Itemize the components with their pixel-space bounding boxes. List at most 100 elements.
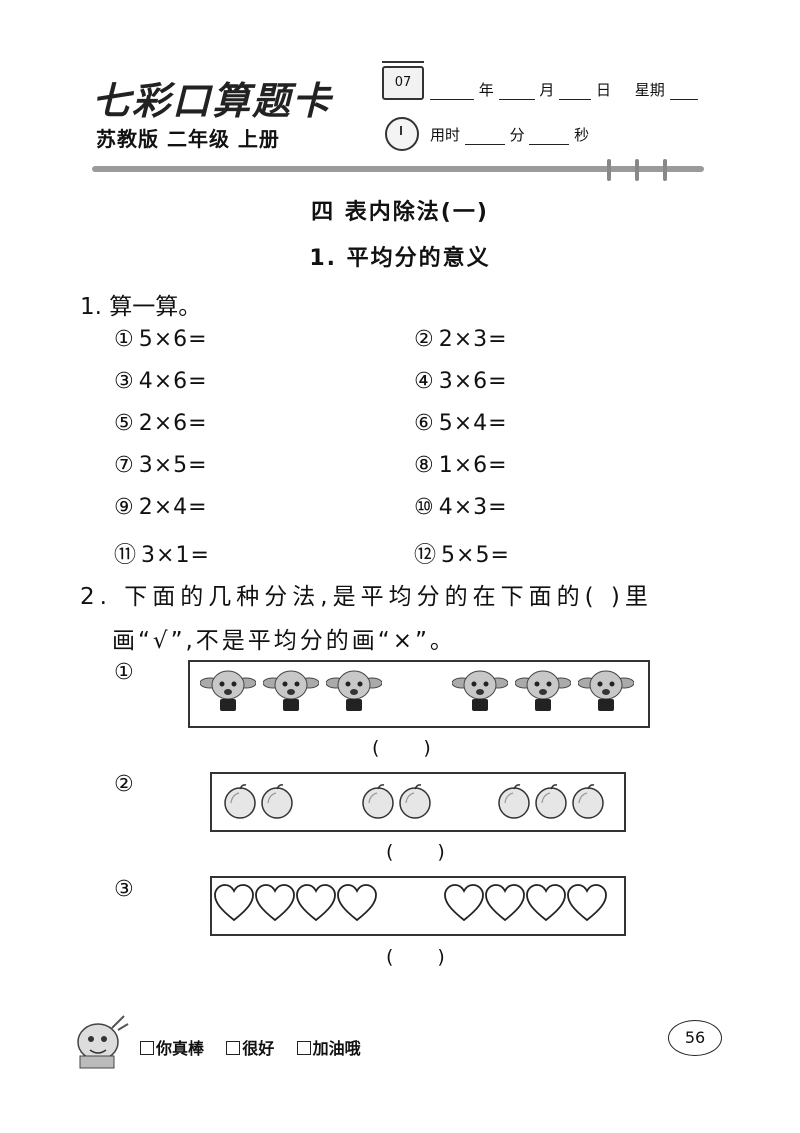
answer-paren[interactable]: () bbox=[386, 841, 445, 863]
goat-icon bbox=[200, 670, 256, 711]
time-used-line: 用时 分 秒 bbox=[430, 124, 589, 145]
apple-icon bbox=[399, 784, 431, 819]
item-expression: 5×4= bbox=[438, 411, 508, 436]
item-expression: 2×4= bbox=[138, 495, 208, 520]
goat-icon bbox=[578, 670, 634, 711]
checkbox-icon bbox=[226, 1041, 241, 1055]
item-number: ③ bbox=[114, 369, 135, 394]
seconds-blank[interactable] bbox=[529, 130, 570, 145]
goat-icon bbox=[326, 670, 382, 711]
answer-paren[interactable]: () bbox=[386, 946, 445, 968]
item-expression: 3×5= bbox=[138, 453, 208, 478]
question1-prompt: 1. 算一算。 bbox=[80, 294, 202, 320]
heart-icon bbox=[567, 884, 607, 922]
question2-prompt-line2: 画“√”,不是平均分的画“×”。 bbox=[112, 628, 456, 654]
seconds-label: 秒 bbox=[574, 126, 590, 144]
lesson-title: 1. 平均分的意义 bbox=[309, 246, 491, 271]
item-expression: 5×6= bbox=[138, 327, 208, 352]
checkbox-icon bbox=[296, 1041, 311, 1055]
item-expression: 2×3= bbox=[438, 327, 508, 352]
item-expression: 5×5= bbox=[441, 543, 510, 568]
item-number: ⑤ bbox=[114, 411, 135, 436]
item-number: ② bbox=[414, 327, 435, 352]
group-number: ① bbox=[114, 660, 134, 685]
item-number: ⑪ bbox=[114, 543, 138, 568]
group-number: ② bbox=[114, 772, 134, 797]
rating-option[interactable]: 加油哦 bbox=[296, 1039, 361, 1058]
item-expression: 3×6= bbox=[438, 369, 508, 394]
calendar-day: 07 bbox=[394, 75, 412, 90]
goat-icon bbox=[515, 670, 571, 711]
binder-pin-icon bbox=[635, 159, 639, 181]
heart-icon bbox=[444, 884, 484, 922]
calendar-icon: 07 bbox=[382, 61, 424, 100]
goat-icon bbox=[452, 670, 508, 711]
group-number: ③ bbox=[114, 877, 134, 902]
checkbox-icon bbox=[140, 1041, 154, 1055]
day-blank[interactable] bbox=[559, 85, 592, 100]
heart-icon bbox=[255, 884, 295, 922]
heart-group-box bbox=[210, 876, 626, 936]
chapter-title: 四 表内除法(一) bbox=[311, 200, 489, 225]
question2-prompt-line1: 2. 下面的几种分法,是平均分的在下面的( )里 bbox=[80, 584, 653, 610]
month-label: 月 bbox=[539, 81, 555, 99]
edition-subtitle: 苏教版 二年级 上册 bbox=[96, 127, 280, 151]
apple-group-box bbox=[210, 772, 626, 832]
apple-icon bbox=[224, 784, 256, 819]
apple-icon bbox=[572, 784, 604, 819]
weekday-blank[interactable] bbox=[669, 85, 698, 100]
heart-icon bbox=[214, 884, 254, 922]
rating-option[interactable]: 你真棒 bbox=[140, 1039, 204, 1058]
item-number: ⑦ bbox=[114, 453, 135, 478]
date-line: 年 月 日 星期 bbox=[430, 79, 698, 100]
page-number: 56 bbox=[668, 1020, 722, 1056]
weekday-label: 星期 bbox=[634, 81, 665, 99]
apple-icon bbox=[535, 784, 567, 819]
year-blank[interactable] bbox=[430, 85, 474, 100]
apple-icon bbox=[498, 784, 530, 819]
rating-options: 你真棒 很好 加油哦 bbox=[140, 1035, 361, 1059]
day-label: 日 bbox=[595, 81, 611, 99]
rating-option[interactable]: 很好 bbox=[226, 1039, 274, 1058]
minutes-label: 分 bbox=[509, 126, 525, 144]
mascot-icon bbox=[77, 1015, 129, 1069]
binder-pin-icon bbox=[663, 159, 667, 181]
item-number: ④ bbox=[414, 369, 435, 394]
goat-group-box bbox=[188, 660, 650, 728]
item-number: ⑥ bbox=[414, 411, 435, 436]
item-number: ⑨ bbox=[114, 495, 135, 520]
item-expression: 2×6= bbox=[138, 411, 208, 436]
item-expression: 1×6= bbox=[438, 453, 508, 478]
year-label: 年 bbox=[478, 81, 494, 99]
item-number: ① bbox=[114, 327, 135, 352]
heart-icon bbox=[485, 884, 525, 922]
brand-title: 七彩口算题卡 bbox=[92, 79, 333, 123]
header-divider bbox=[92, 166, 704, 172]
heart-icon bbox=[526, 884, 566, 922]
item-number: ⑩ bbox=[414, 495, 435, 520]
apple-icon bbox=[261, 784, 293, 819]
item-number: ⑫ bbox=[414, 543, 438, 568]
minutes-blank[interactable] bbox=[464, 130, 505, 145]
item-number: ⑧ bbox=[414, 453, 435, 478]
binder-pin-icon bbox=[607, 159, 611, 181]
month-blank[interactable] bbox=[498, 85, 535, 100]
heart-icon bbox=[296, 884, 336, 922]
heart-icon bbox=[337, 884, 377, 922]
answer-paren[interactable]: () bbox=[372, 737, 431, 759]
item-expression: 4×3= bbox=[438, 495, 508, 520]
item-expression: 4×6= bbox=[138, 369, 208, 394]
apple-icon bbox=[362, 784, 394, 819]
goat-icon bbox=[263, 670, 319, 711]
